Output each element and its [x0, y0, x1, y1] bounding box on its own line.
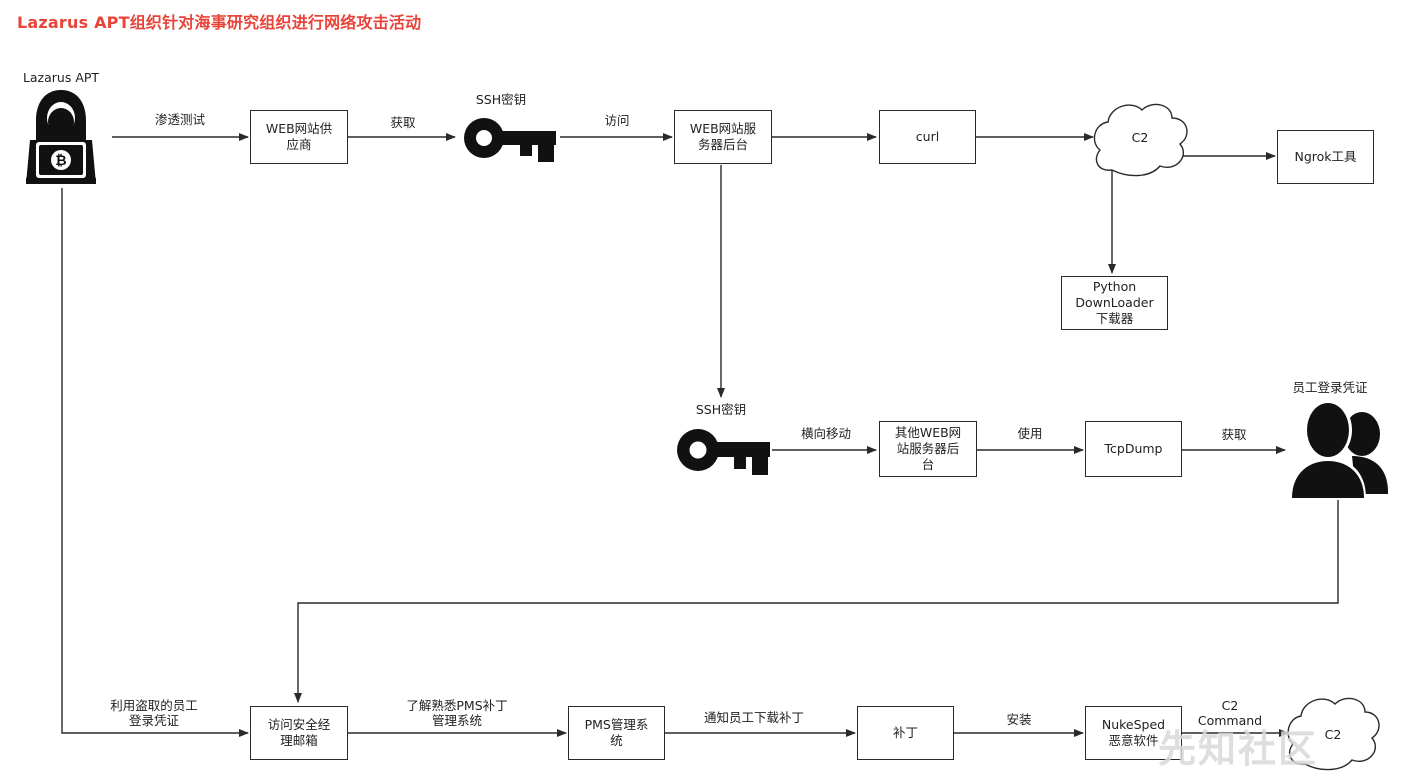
actor-label: Lazarus APT	[22, 70, 100, 85]
edge-label-notify: 通知员工下载补丁	[703, 710, 805, 725]
hacker-icon: ₿	[24, 88, 98, 190]
edge-label-stolen-creds: 利用盗取的员工 登录凭证	[110, 698, 198, 728]
node-other-web: 其他WEB网 站服务器后 台	[879, 421, 977, 477]
employee-creds-label: 员工登录凭证	[1292, 380, 1368, 395]
node-web-supplier: WEB网站供 应商	[250, 110, 348, 164]
node-curl: curl	[879, 110, 976, 164]
edge-label-lateral: 横向移动	[800, 426, 852, 441]
edge-label-install: 安装	[1006, 712, 1032, 727]
cloud-c2-top-shape	[1093, 103, 1188, 177]
node-ngrok: Ngrok工具	[1277, 130, 1374, 184]
edge-stolen-creds	[61, 188, 249, 737]
c2-bottom-label: C2	[1324, 727, 1342, 742]
svg-text:₿: ₿	[55, 153, 66, 169]
node-python-downloader: Python DownLoader 下载器	[1061, 276, 1168, 330]
node-tcpdump: TcpDump	[1085, 421, 1182, 477]
node-mail: 访问安全经 理邮箱	[250, 706, 348, 760]
node-pms: PMS管理系 统	[568, 706, 665, 760]
node-nukesped: NukeSped 恶意软件	[1085, 706, 1182, 760]
edge-label-access: 访问	[604, 113, 630, 128]
c2-top-label: C2	[1131, 130, 1149, 145]
key-icon-2	[676, 424, 772, 480]
key-icon-1	[462, 114, 558, 168]
edge-label-obtain-2: 获取	[1221, 427, 1247, 442]
ssh-key-1-label: SSH密钥	[475, 92, 527, 107]
edge-label-use: 使用	[1017, 426, 1043, 441]
edge-label-pentest: 渗透测试	[154, 112, 206, 127]
node-web-backend: WEB网站服 务器后台	[674, 110, 772, 164]
users-icon	[1286, 398, 1390, 506]
edge-creds-to-mail	[294, 500, 1339, 703]
edge-label-learn-pms: 了解熟悉PMS补丁 管理系统	[406, 698, 508, 728]
cloud-c2-bottom-shape	[1287, 697, 1380, 771]
watermark: 先知社区	[1158, 727, 1319, 771]
diagram-title: Lazarus APT组织针对海事研究组织进行网络攻击活动	[17, 13, 422, 32]
edge-label-obtain-1: 获取	[390, 115, 416, 130]
node-patch: 补丁	[857, 706, 954, 760]
edge-label-c2-command: C2 Command	[1197, 698, 1263, 728]
ssh-key-2-label: SSH密钥	[695, 402, 747, 417]
